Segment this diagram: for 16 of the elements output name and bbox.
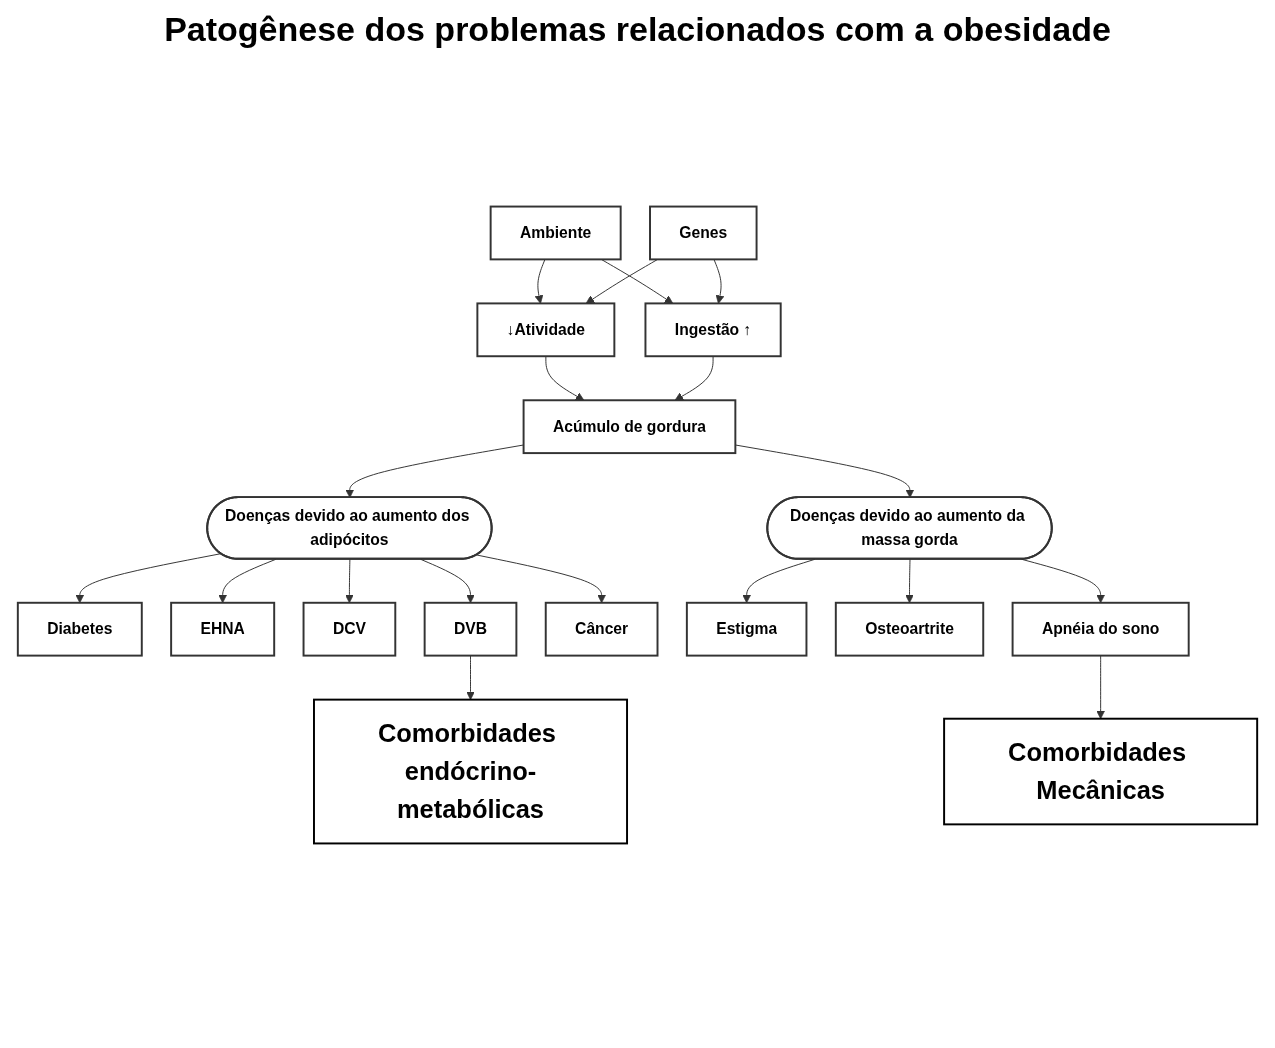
node-box: EHNA xyxy=(170,601,276,657)
node-box: Estigma xyxy=(685,601,808,657)
node-box: ↓Atividade xyxy=(476,302,616,358)
node-box: Genes xyxy=(649,205,758,261)
node-box: Osteoartrite xyxy=(834,601,985,657)
diagram-title: Patogênese dos problemas relacionados com a obesidade xyxy=(163,10,1112,49)
node-box: Apnéia do sono xyxy=(1011,601,1190,657)
node-box: Ingestão ↑ xyxy=(644,302,782,358)
node-box: Comorbidades endócrino-metabólicas xyxy=(313,698,628,845)
node-box: Diabetes xyxy=(16,601,143,657)
node-box: Comorbidades Mecânicas xyxy=(943,717,1259,826)
node-box: Câncer xyxy=(544,601,659,657)
node-box: Ambiente xyxy=(489,205,622,261)
node-box: DVB xyxy=(423,601,518,657)
node-box: DCV xyxy=(302,601,397,657)
node-box: Acúmulo de gordura xyxy=(522,399,737,455)
